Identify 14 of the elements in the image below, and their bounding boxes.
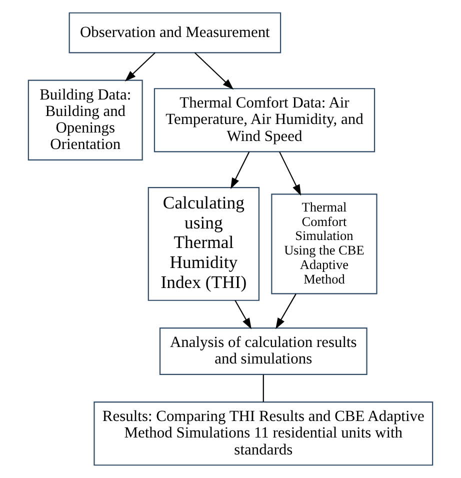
- node-box: Observation and Measurement: [68, 12, 282, 54]
- node-box: Results: Comparing THI Results and CBE Adaptive Method Simulations 11 residential units with standards: [94, 402, 434, 466]
- arrow: [194, 52, 234, 90]
- node-box: Calculating using Thermal Humidity Index (THI): [148, 187, 260, 301]
- arrow: [230, 152, 250, 190]
- node-box: Thermal Comfort Data: Air Temperature, Air Humidity, and Wind Speed: [154, 88, 376, 152]
- node-box: Thermal Comfort Simulation Using the CBE Adaptive Method: [271, 194, 378, 294]
- arrow: [124, 52, 156, 82]
- arrow: [234, 300, 252, 330]
- connector: [262, 374, 264, 402]
- node-box: Building Data: Building and Openings Orientation: [28, 80, 143, 160]
- node-box: Analysis of calculation results and simulations: [159, 327, 368, 375]
- arrow: [276, 294, 296, 330]
- arrow: [279, 152, 302, 196]
